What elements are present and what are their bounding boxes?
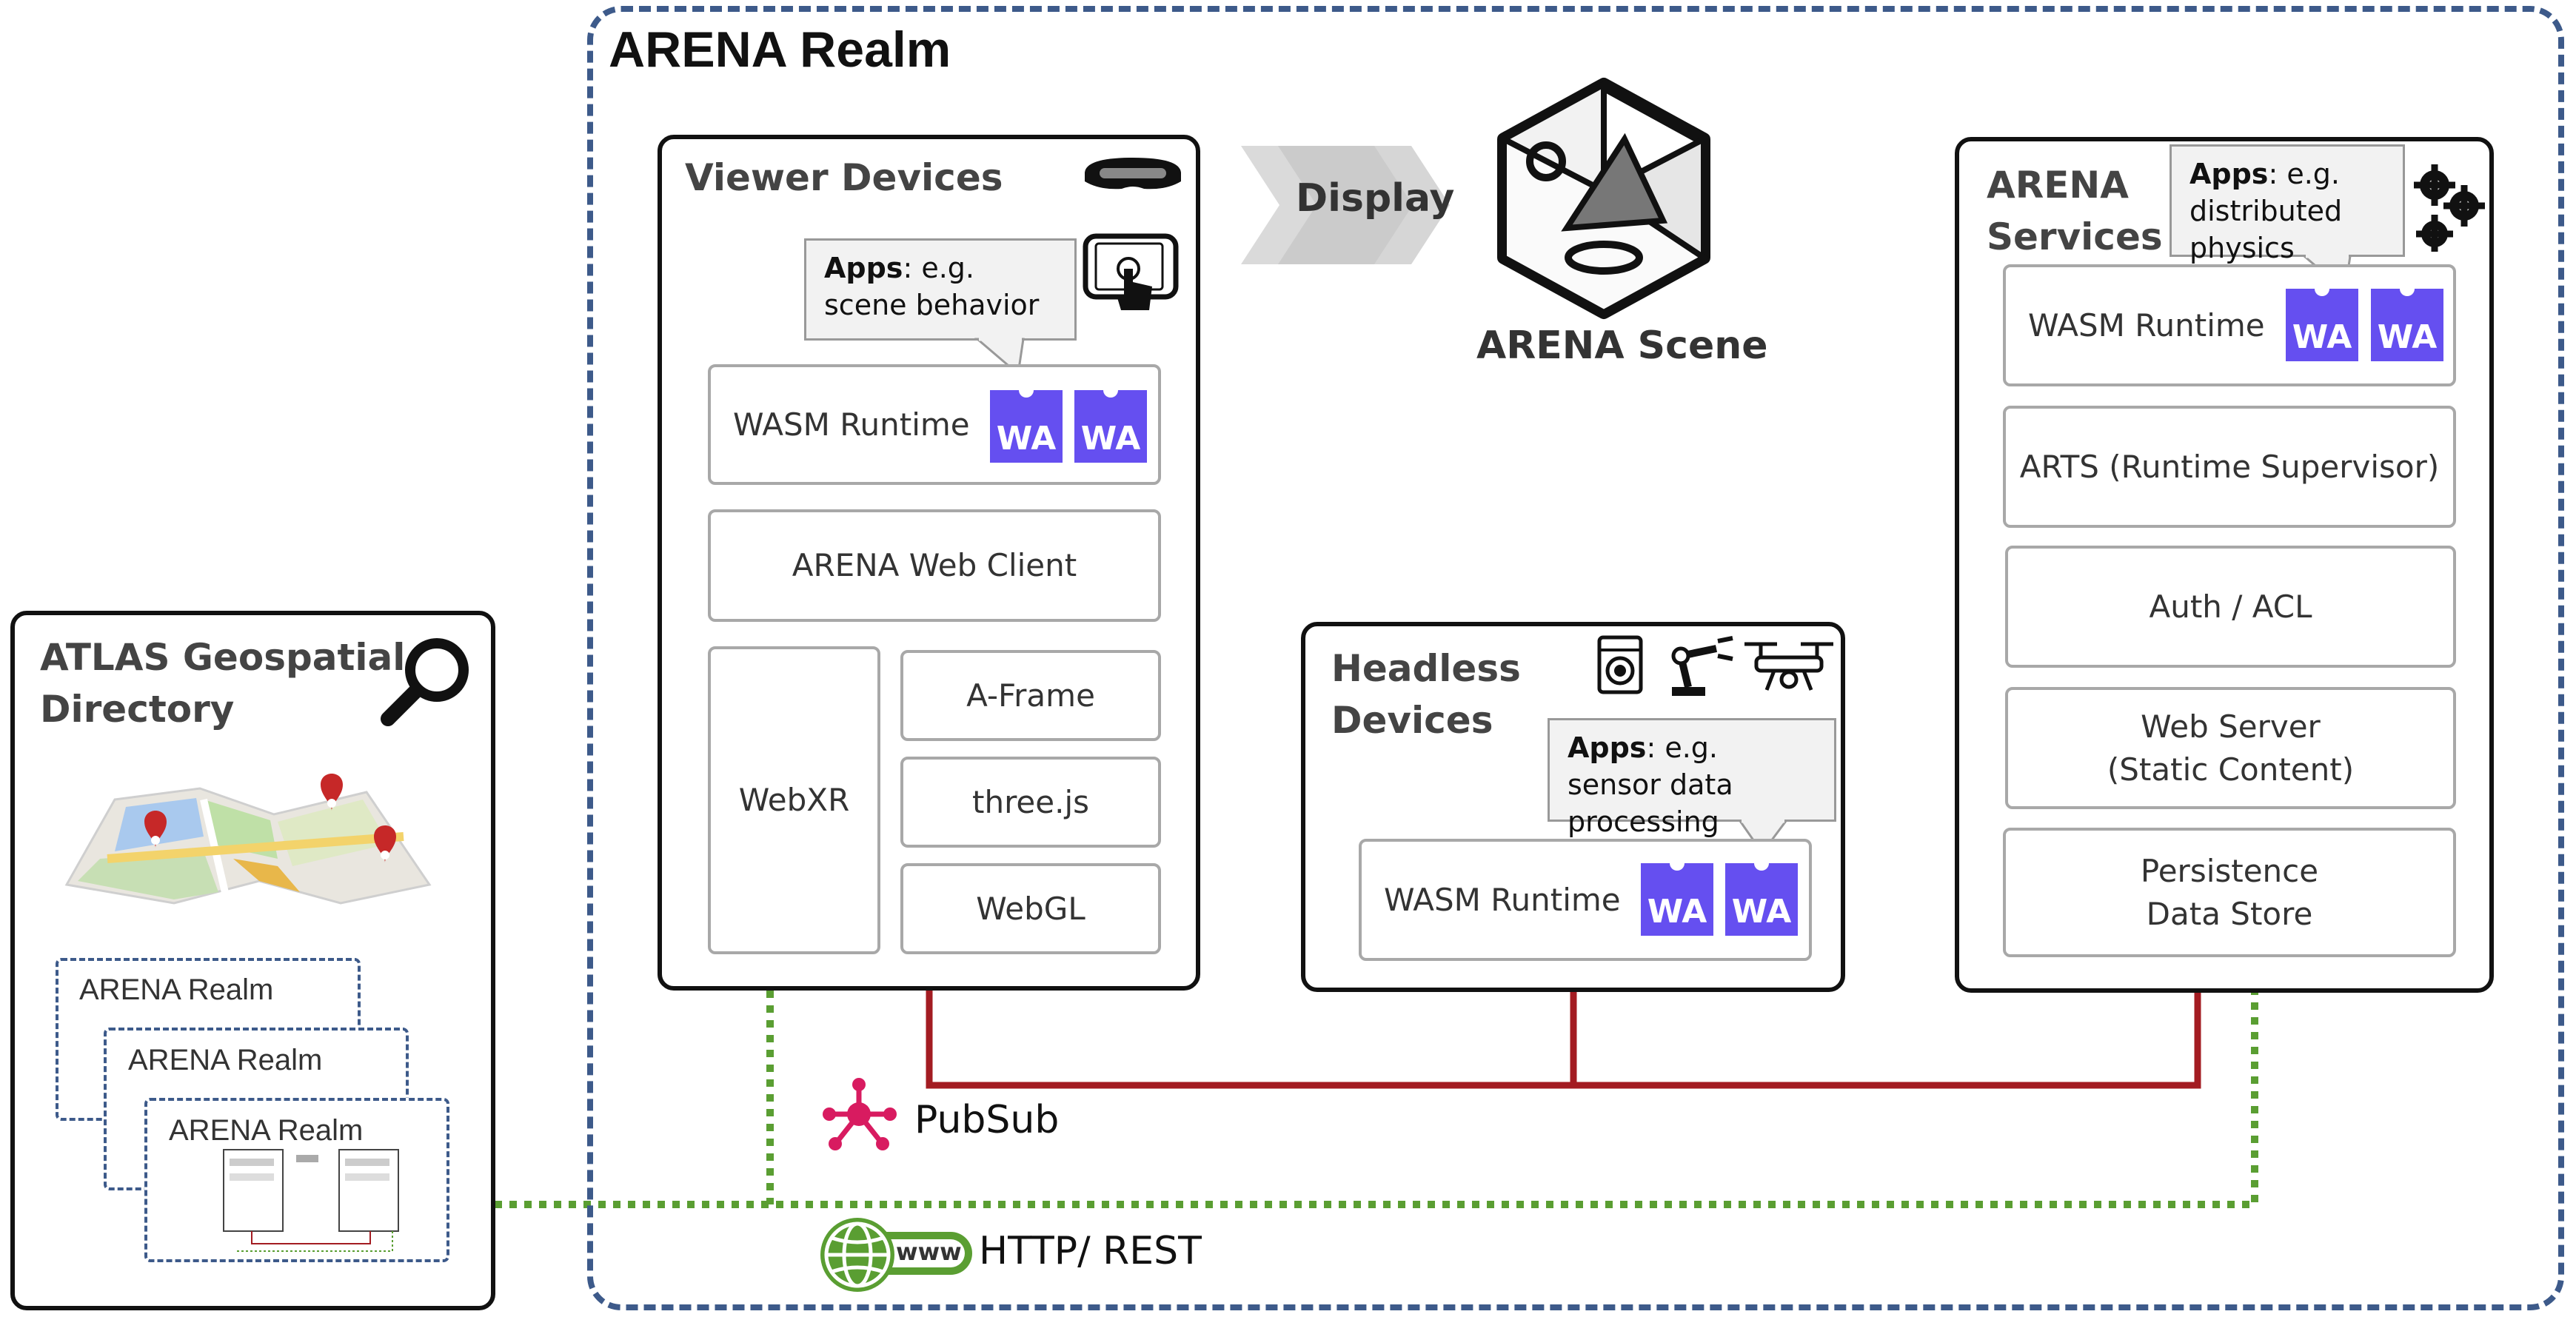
headless-wasm-runtime: WASM Runtime xyxy=(1359,839,1812,961)
vr-headset-icon xyxy=(1085,158,1181,190)
wasm-app-badge xyxy=(1725,863,1798,936)
webgl-box: WebGL xyxy=(900,863,1161,954)
arena-scene-icon xyxy=(1497,78,1710,319)
atlas-realm-label: ARENA Realm xyxy=(79,973,274,1006)
auth-acl-box: Auth / ACL xyxy=(2005,546,2456,668)
http-rest-label: HTTP/ REST xyxy=(979,1229,1202,1273)
wasm-app-badge xyxy=(2371,289,2443,361)
tablet-touch-icon xyxy=(1083,233,1179,310)
http-bus xyxy=(495,991,2258,1208)
realm-title: ARENA Realm xyxy=(609,21,951,78)
atlas-title-line2: Directory xyxy=(40,688,235,731)
headless-callout-pointer xyxy=(1738,819,1788,855)
robot-arm-icon xyxy=(1671,636,1733,696)
wasm-app-badge xyxy=(1074,390,1147,463)
aframe-box: A-Frame xyxy=(900,650,1161,741)
wa-badge-label: WA xyxy=(1080,420,1141,458)
webxr-box: WebXR xyxy=(708,646,880,954)
wa-badge-label: WA xyxy=(2292,318,2352,356)
viewer-devices-title: Viewer Devices xyxy=(685,156,1003,199)
viewer-apps-callout: Apps: e.g. scene behavior xyxy=(804,238,1077,341)
headless-title-line2: Devices xyxy=(1331,699,1493,742)
gears-icon xyxy=(2414,164,2485,252)
magnifier-icon xyxy=(381,638,469,726)
wa-badge-label: WA xyxy=(1647,893,1707,931)
realm-thumbnail xyxy=(223,1149,399,1252)
display-label: Display xyxy=(1296,176,1455,221)
services-title-line1: ARENA xyxy=(1987,164,2129,207)
threejs-box: three.js xyxy=(900,757,1161,848)
services-title-line2: Services xyxy=(1987,215,2163,258)
wasm-app-badge xyxy=(2286,289,2358,361)
www-globe-icon xyxy=(820,1218,972,1292)
pubsub-icon xyxy=(823,1078,897,1150)
drone-icon xyxy=(1744,642,1833,691)
pubsub-label: PubSub xyxy=(914,1098,1060,1142)
arena-scene-label: ARENA Scene xyxy=(1476,324,1768,368)
display-arrow-icon xyxy=(1241,146,1450,264)
atlas-realm-label: ARENA Realm xyxy=(169,1114,364,1147)
services-apps-callout: Apps: e.g. distributed physics xyxy=(2169,144,2405,264)
arts-box: ARTS (Runtime Supervisor) xyxy=(2003,406,2456,528)
washing-machine-icon xyxy=(1597,635,1643,694)
www-label: www xyxy=(896,1238,962,1266)
arena-realm-border xyxy=(587,6,2564,1310)
web-server-box: Web Server(Static Content) xyxy=(2005,687,2456,809)
pubsub-bus xyxy=(926,991,2201,1089)
wa-badge-label: WA xyxy=(2377,318,2438,356)
wasm-app-badge xyxy=(1641,863,1713,936)
atlas-title-line1: ATLAS Geospatial xyxy=(40,636,406,679)
headless-apps-callout: Apps: e.g. sensor data processing xyxy=(1548,718,1836,838)
headless-title-line1: Headless xyxy=(1331,647,1521,690)
wa-badge-label: WA xyxy=(1731,893,1792,931)
wa-badge-label: WA xyxy=(996,420,1057,458)
wasm-app-badge xyxy=(990,390,1063,463)
atlas-realm-label: ARENA Realm xyxy=(128,1044,323,1076)
arena-web-client: ARENA Web Client xyxy=(708,509,1161,622)
map-icon xyxy=(64,774,432,905)
